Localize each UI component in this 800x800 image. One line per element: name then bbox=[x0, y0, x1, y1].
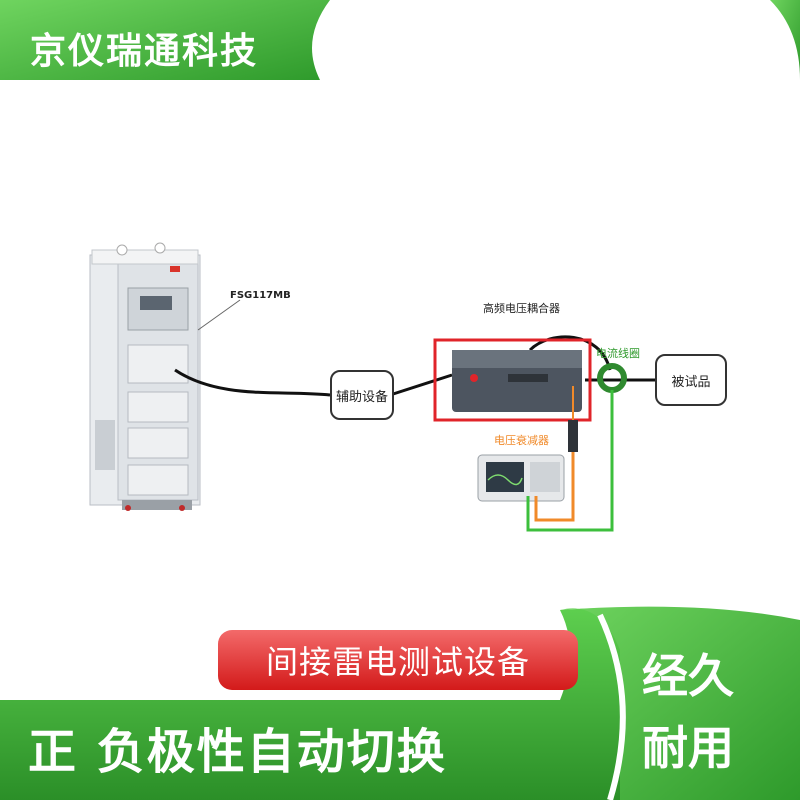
coupler-label: 高频电压耦合器 bbox=[483, 302, 560, 315]
eut-box: 被试品 bbox=[655, 354, 727, 406]
current-coil-label: 电流线圈 bbox=[596, 347, 640, 360]
aux-device-label: 辅助设备 bbox=[335, 389, 388, 405]
eut-label: 被试品 bbox=[671, 374, 711, 390]
brand-name: 京仪瑞通科技 bbox=[30, 31, 259, 72]
generator-label: FSG117MB bbox=[230, 290, 291, 301]
side-text-bottom: 耐用 bbox=[642, 721, 734, 775]
feature-text: 正 负极性自动切换 bbox=[28, 724, 447, 780]
product-title: 间接雷电测试设备 bbox=[265, 643, 530, 681]
aux-device-box: 辅助设备 bbox=[330, 370, 394, 420]
product-title-pill: 间接雷电测试设备 bbox=[218, 630, 578, 690]
attenuator-label: 电压衰减器 bbox=[494, 434, 549, 447]
generator-cabinet bbox=[89, 242, 201, 511]
side-text-top: 经久 bbox=[642, 649, 734, 703]
